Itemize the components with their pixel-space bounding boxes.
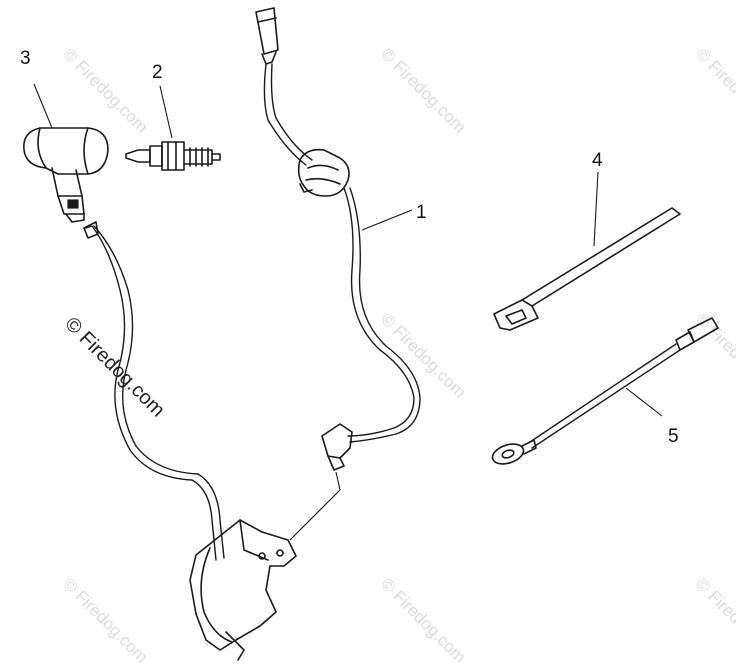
watermark-faint-8: © Firedog.com [692,574,736,666]
callout-2: 2 [152,62,163,83]
leader-4 [593,171,599,247]
leader-2 [159,85,173,139]
watermark-faint-7: © Firedog.com [377,574,469,666]
leader-1 [361,209,413,231]
callout-5: 5 [668,426,679,447]
callout-3: 3 [20,48,31,69]
watermark-faint-6: © Firedog.com [59,574,151,666]
ground-lead [491,317,719,465]
ignition-coil [189,519,297,661]
spark-plug [125,141,221,171]
watermark-faint-2: © Firedog.com [377,44,469,136]
leader-3 [33,83,53,129]
watermark-faint-5: © Firedog.com [692,309,736,401]
callout-1: 1 [416,202,427,223]
high-tension-lead [83,221,225,561]
watermark-faint-4: © Firedog.com [377,309,469,401]
spark-plug-cap [23,127,109,223]
leader-lines [33,83,663,417]
watermark-faint-1: © Firedog.com [59,44,151,136]
callout-labels: 3 2 1 4 5 [20,48,679,447]
wire-harness [255,7,421,541]
cable-tie [493,207,681,331]
leader-5 [625,387,663,417]
watermark-faint-3: © Firedog.com [692,44,736,136]
callout-4: 4 [592,150,603,171]
